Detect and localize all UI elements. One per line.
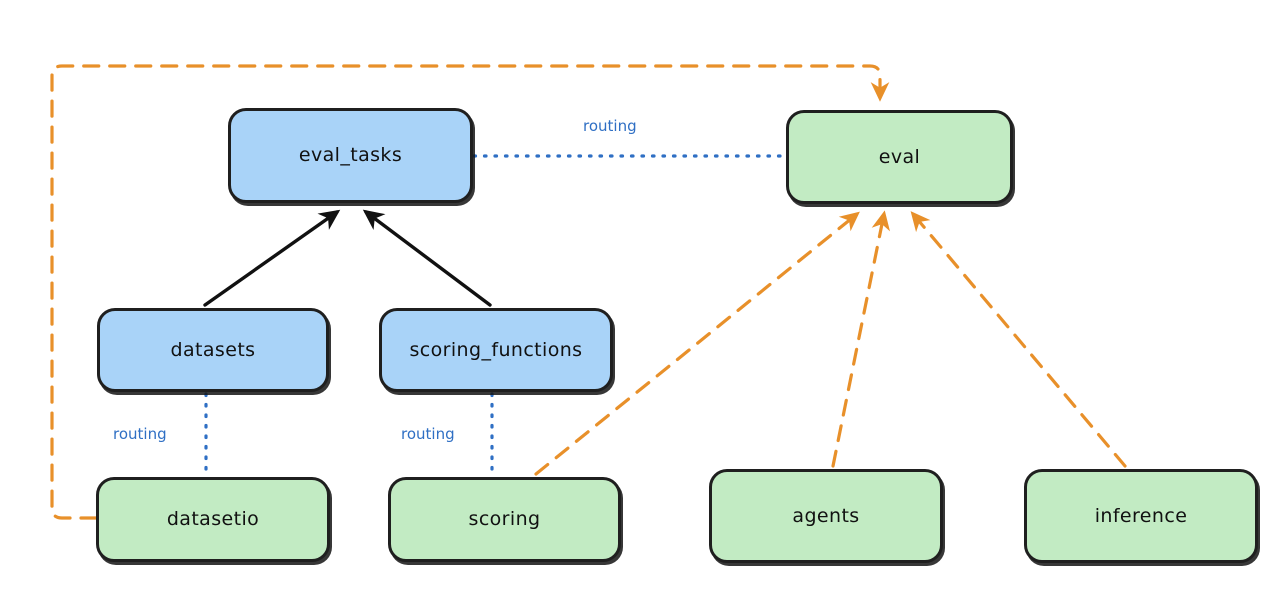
edge-datasetio-eval <box>50 64 890 520</box>
node-label-scoring_functions: scoring_functions <box>409 338 583 361</box>
node-label-datasetio: datasetio <box>166 508 260 531</box>
node-inference[interactable]: inference <box>1024 469 1258 563</box>
edge-label-routing-datasetio: routing <box>110 425 170 443</box>
edge-scoring_functions-eval_tasks <box>362 209 492 307</box>
node-agents[interactable]: agents <box>709 469 943 563</box>
node-scoring_functions[interactable]: scoring_functions <box>379 308 613 392</box>
node-label-scoring: scoring <box>468 508 541 531</box>
node-eval[interactable]: eval <box>786 110 1013 204</box>
edge-label-routing-scoring: routing <box>398 425 458 443</box>
node-eval_tasks[interactable]: eval_tasks <box>228 108 473 203</box>
edge-agents-eval <box>831 210 891 468</box>
node-scoring[interactable]: scoring <box>388 477 621 562</box>
node-datasetio[interactable]: datasetio <box>96 477 330 562</box>
edge-label-routing-eval: routing <box>580 117 640 135</box>
edge-scoring-eval <box>534 211 860 476</box>
node-label-eval: eval <box>878 145 921 168</box>
node-datasets[interactable]: datasets <box>97 308 329 392</box>
node-label-eval_tasks: eval_tasks <box>298 144 403 167</box>
edge-inference-eval <box>910 211 1127 468</box>
node-label-inference: inference <box>1094 504 1188 527</box>
node-label-datasets: datasets <box>170 338 256 361</box>
node-label-agents: agents <box>792 504 860 527</box>
edge-datasets-eval_tasks <box>203 209 341 307</box>
